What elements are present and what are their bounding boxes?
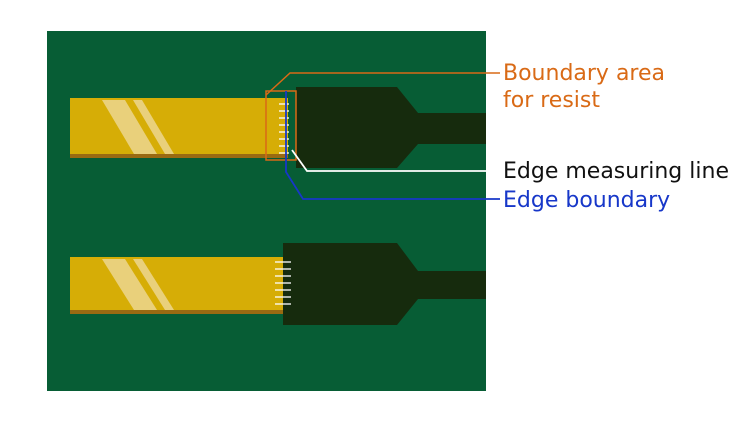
label-edge-boundary: Edge boundary — [503, 188, 670, 213]
leader-edge-measuring — [291, 149, 500, 172]
copper-pad-top — [70, 98, 288, 156]
measuring-ticks-top — [279, 103, 289, 154]
edge-boundary-line — [285, 91, 500, 200]
copper-pad-bottom — [70, 257, 288, 312]
trace-bottom — [70, 243, 486, 325]
copper-pad-bottom-edge — [70, 310, 288, 314]
label-boundary-area-line1: Boundary area — [503, 61, 665, 86]
leader-boundary-area — [265, 72, 500, 96]
label-boundary-area-line2: for resist — [503, 88, 600, 113]
copper-pad-top-edge — [70, 154, 288, 158]
copper-highlight-bottom-1 — [102, 259, 157, 310]
copper-highlight-top-2 — [133, 100, 174, 154]
pcb-board — [47, 31, 486, 391]
boundary-area-box — [265, 90, 297, 161]
resist-block-top — [296, 87, 486, 168]
trace-top — [70, 87, 486, 168]
label-edge-measuring-line: Edge measuring line — [503, 159, 729, 184]
copper-highlight-top-1 — [102, 100, 157, 154]
resist-block-bottom — [283, 243, 486, 325]
measuring-ticks-bottom — [275, 261, 291, 305]
copper-highlight-bottom-2 — [133, 259, 174, 310]
